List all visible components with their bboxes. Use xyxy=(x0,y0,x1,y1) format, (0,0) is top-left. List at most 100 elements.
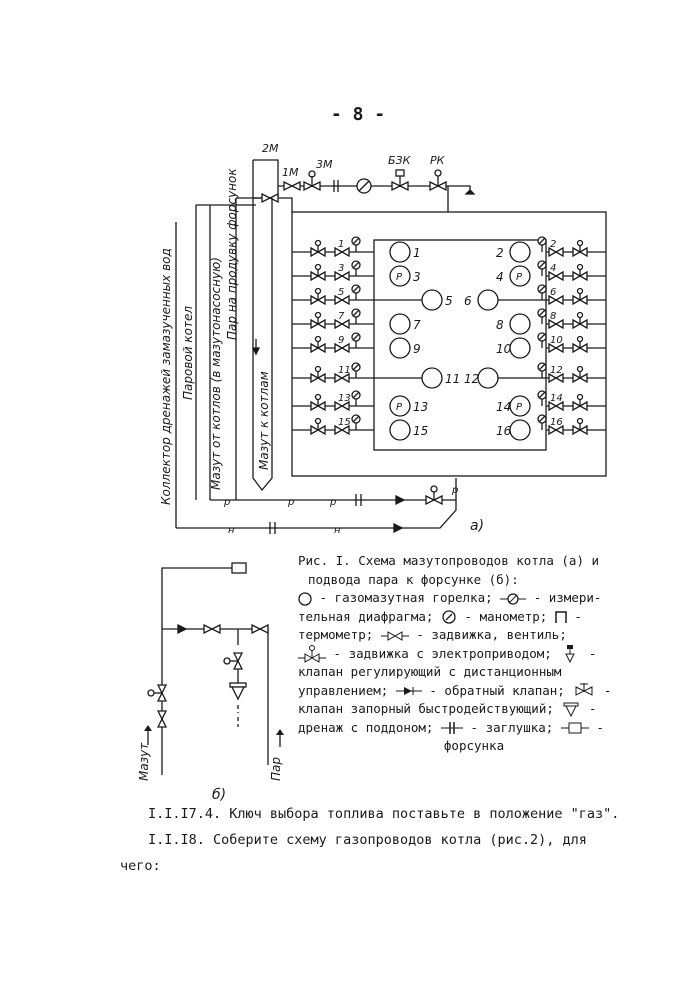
burner-number: 11 xyxy=(445,372,460,386)
branch-number: 11 xyxy=(338,365,351,376)
branch-valve xyxy=(310,365,326,384)
branch-number: 8 xyxy=(550,311,556,322)
branch-number: 12 xyxy=(550,365,563,376)
check-valve-symbol-icon xyxy=(395,687,422,695)
label-1m: 1М xyxy=(282,166,299,179)
label-2m: 2М xyxy=(262,142,279,155)
marker-p-1: р xyxy=(223,497,230,508)
burner-icon xyxy=(421,289,443,311)
burner-number: 15 xyxy=(413,424,428,438)
caption-title-2: подвода пара к форсунке (б): xyxy=(308,571,519,587)
label-mazut-return: Мазут от котлов (в мазутонасосную) xyxy=(209,257,223,490)
manometer-icon xyxy=(537,390,547,400)
burner-number: 3 xyxy=(413,270,421,284)
steam-pipe xyxy=(162,628,269,765)
burner-number: 7 xyxy=(413,318,421,332)
branch-valve xyxy=(548,318,564,330)
burner-number: 8 xyxy=(496,318,504,332)
caption-l2a: тельная диафрагма; xyxy=(298,608,434,624)
caption-l8a: дренаж с поддоном; xyxy=(298,719,434,735)
manometer-icon xyxy=(351,260,361,270)
branch-number: 13 xyxy=(338,393,351,404)
branch-valve xyxy=(310,393,326,412)
burner-number: 9 xyxy=(413,342,421,356)
manometer-icon xyxy=(537,260,547,270)
burner-icon xyxy=(509,419,531,441)
burner-row-7: 77 xyxy=(292,308,421,335)
burner-row-11: 11 11 xyxy=(292,362,460,389)
burner-row-5: 55 xyxy=(292,284,453,311)
label-mazut-to-boilers: Мазут к котлам xyxy=(257,371,271,470)
branch-valve xyxy=(548,424,564,436)
figure-a-label: а) xyxy=(470,518,484,534)
caption-l2c: - xyxy=(574,608,582,624)
thermometer-symbol-icon xyxy=(555,611,567,623)
branch-number: 4 xyxy=(550,263,556,274)
manometer-icon xyxy=(537,332,547,342)
caption-l8c: - xyxy=(596,719,604,735)
branch-number: 6 xyxy=(550,287,556,298)
branch-valve xyxy=(548,270,564,282)
branch-number: 2 xyxy=(550,239,556,250)
manometer-mark: P xyxy=(516,272,523,283)
caption-l6c: - xyxy=(603,682,612,698)
manometer-icon xyxy=(537,284,547,294)
branch-valve xyxy=(572,311,588,330)
manometer-symbol-icon xyxy=(442,610,456,624)
caption-l4: - задвижка с электроприводом; xyxy=(333,645,552,661)
marker-p-4: р xyxy=(451,485,458,496)
manometer-icon xyxy=(537,236,547,246)
marker-p-3: р xyxy=(329,497,336,508)
branch-valve xyxy=(334,270,350,282)
branch-valve xyxy=(548,294,564,306)
branch-valve xyxy=(572,239,588,258)
branch-valve xyxy=(572,287,588,306)
burner-number: 2 xyxy=(496,246,504,260)
branch-valve xyxy=(310,417,326,436)
manometer-icon xyxy=(351,308,361,318)
manometer-icon xyxy=(351,284,361,294)
label-3m: 3М xyxy=(316,158,333,171)
furnace-inner-box xyxy=(373,239,547,451)
plug-symbol-icon xyxy=(441,722,463,734)
burner-icon: P xyxy=(389,395,411,417)
burner-row-8: 88 xyxy=(496,308,606,335)
burner-icon xyxy=(389,419,411,441)
valve-bzk xyxy=(391,169,409,192)
caption-l3b: - задвижка, вентиль; xyxy=(416,627,567,642)
manometer-icon xyxy=(351,414,361,424)
burner-number: 12 xyxy=(464,372,479,386)
burner-row-4: 4P4 xyxy=(496,260,606,287)
burner-icon xyxy=(509,241,531,263)
branch-valve xyxy=(572,263,588,282)
burner-number: 10 xyxy=(496,342,512,356)
nozzle-symbol xyxy=(231,562,247,574)
branch-valve xyxy=(548,342,564,354)
caption-l3a: термометр; xyxy=(298,627,374,642)
branch-number: 5 xyxy=(338,287,344,298)
branch-valve xyxy=(310,311,326,330)
label-collector: Коллектор дренажей замазученных вод xyxy=(159,248,173,505)
burner-symbol-icon xyxy=(298,591,312,606)
electric-valve-symbol-icon xyxy=(298,645,326,663)
figure-b-label: б) xyxy=(212,787,226,803)
label-mazut: Мазут xyxy=(137,742,151,781)
caption-l1b: - измери- xyxy=(533,590,602,605)
branch-valve xyxy=(572,417,588,436)
figure-caption: Рис. I. Схема мазутопроводов котла (а) и… xyxy=(298,552,650,756)
manometer-icon xyxy=(351,236,361,246)
burner-icon: P xyxy=(509,395,531,417)
quick-shutoff-valve-symbol-icon xyxy=(575,683,593,696)
branch-valve xyxy=(334,318,350,330)
mazut-pipe xyxy=(161,567,232,775)
valve-b4 xyxy=(147,684,168,702)
burner-number: 5 xyxy=(445,294,453,308)
label-steam-nozzles: Пар на продувку форсунок xyxy=(225,168,239,340)
